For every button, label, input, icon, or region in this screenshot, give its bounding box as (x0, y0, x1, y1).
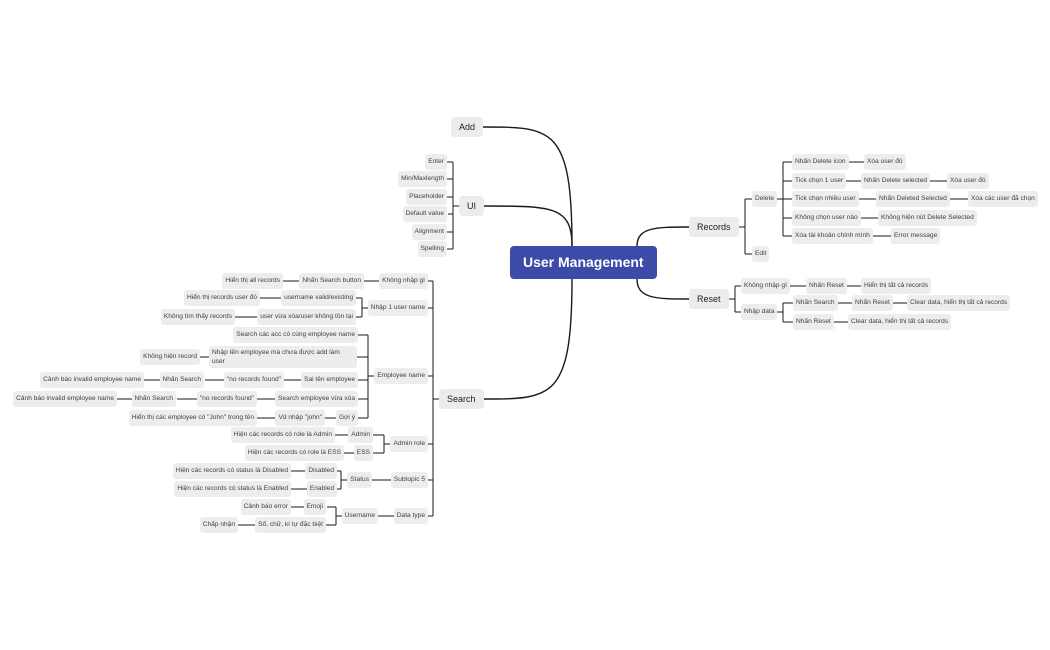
search-subtopic-5[interactable]: Subtopic 5 (390, 472, 428, 488)
search-hien-thi-records-user[interactable]: Hiển thị records user đó (183, 290, 260, 306)
username-chap-nhan[interactable]: Chấp nhận (199, 517, 238, 533)
connector (636, 278, 690, 300)
employee-canh-bao-1[interactable]: Cảnh báo invalid employee name (40, 372, 144, 388)
delete-row-5-col-2[interactable]: Error message (891, 228, 941, 244)
ui-item[interactable]: Default value (402, 206, 447, 222)
admin-role-ess[interactable]: ESS (353, 445, 373, 461)
username-chars[interactable]: Số, chữ, kí tự đặc biệt (255, 517, 326, 533)
delete-row-3-col-3[interactable]: Xóa các user đã chọn (968, 191, 1038, 207)
admin-role-admin-records[interactable]: Hiện các records có role là Admin (230, 427, 335, 443)
employee-vd-john[interactable]: Vd nhập "john" (275, 410, 325, 426)
connector (636, 226, 690, 247)
subtopic-status[interactable]: Status (347, 472, 372, 488)
reset-row-1-col-2[interactable]: Nhấn Reset (852, 295, 893, 311)
employee-search-vua-xoa[interactable]: Search employee vừa xóa (275, 391, 358, 407)
branch-add[interactable]: Add (451, 117, 484, 137)
reset-row-1-col-3[interactable]: Clear data, hiển thị tất cả records (907, 295, 1011, 311)
status-disabled[interactable]: Disabled (305, 463, 337, 479)
search-username-valid[interactable]: username valid/existing (281, 290, 356, 306)
ui-item[interactable]: Spelling (417, 241, 447, 257)
employee-unadded[interactable]: Nhập tên employee mà chưa được add làm u… (209, 346, 357, 368)
reset-nhap-data[interactable]: Nhập data (741, 304, 778, 320)
branch-records[interactable]: Records (689, 217, 739, 237)
branch-ui[interactable]: UI (459, 196, 484, 216)
ui-item[interactable]: Placeholder (406, 189, 447, 205)
search-data-type[interactable]: Data type (393, 508, 428, 524)
employee-nhan-search-1[interactable]: Nhấn Search (159, 372, 204, 388)
delete-row-4-col-2[interactable]: Không hiện nút Delete Selected (878, 210, 977, 226)
reset-row-2-col-1[interactable]: Nhấn Reset (793, 314, 834, 330)
reset-nhan-reset-1[interactable]: Nhấn Reset (806, 278, 847, 294)
search-user-deleted[interactable]: user vừa xóa/user không tồn tại (257, 309, 356, 325)
connector (482, 126, 573, 247)
ui-item[interactable]: Alignment (411, 224, 447, 240)
employee-hien-thi-john[interactable]: Hiển thị các employee có "John" trong tê… (128, 410, 257, 426)
connector (483, 205, 573, 247)
employee-no-records-1[interactable]: "no records found" (223, 372, 284, 388)
reset-row-1-col-1[interactable]: Nhấn Search (793, 295, 838, 311)
delete-row-2-col-1[interactable]: Tick chọn 1 user (792, 173, 847, 189)
search-nhan-search-button[interactable]: Nhấn Search button (299, 273, 364, 289)
delete-row-3-col-2[interactable]: Nhấn Deleted Selected (876, 191, 950, 207)
search-khong-nhap[interactable]: Không nhập gì (379, 273, 428, 289)
search-hien-thi-all[interactable]: Hiển thị all records (222, 273, 283, 289)
data-type-username[interactable]: Username (341, 508, 378, 524)
branch-search[interactable]: Search (439, 389, 484, 409)
employee-khong-hien-record[interactable]: Không hiện record (140, 349, 200, 365)
username-canh-bao-error[interactable]: Cảnh báo error (240, 499, 291, 515)
records-delete[interactable]: Delete (752, 191, 778, 207)
records-edit[interactable]: Edit (752, 246, 770, 262)
delete-row-1-col-2[interactable]: Xóa user đó (864, 154, 906, 170)
root-node[interactable]: User Management (510, 246, 657, 279)
status-enabled[interactable]: Enabled (306, 481, 337, 497)
reset-hien-thi-tat-ca[interactable]: Hiển thị tất cả records (861, 278, 932, 294)
search-khong-tim-thay[interactable]: Không tìm thấy records (160, 309, 235, 325)
branch-reset[interactable]: Reset (689, 289, 729, 309)
employee-nhan-search-2[interactable]: Nhấn Search (131, 391, 176, 407)
ui-item[interactable]: Enter (425, 154, 447, 170)
delete-row-5-col-1[interactable]: Xóa tài khoản chính mình (792, 228, 873, 244)
employee-goi-y[interactable]: Gợi ý (335, 410, 358, 426)
employee-canh-bao-2[interactable]: Cảnh báo invalid employee name (13, 391, 117, 407)
username-emoji[interactable]: Emoji (303, 499, 326, 515)
employee-no-records-2[interactable]: "no records found" (196, 391, 257, 407)
status-enabled-records[interactable]: Hiện các records có status là Enabled (174, 481, 291, 497)
delete-row-4-col-1[interactable]: Không chọn user nào (792, 210, 861, 226)
employee-search-acc[interactable]: Search các acc có cùng employee name (233, 327, 358, 343)
admin-role-admin[interactable]: Admin (348, 427, 373, 443)
delete-row-1-col-1[interactable]: Nhấn Delete icon (792, 154, 849, 170)
admin-role-ess-records[interactable]: Hiện các records có role là ESS (244, 445, 344, 461)
search-admin-role[interactable]: Admin role (390, 436, 428, 452)
reset-row-2-col-2[interactable]: Clear data, hiển thị tất cả records (848, 314, 952, 330)
connector (483, 278, 573, 400)
ui-item[interactable]: Min/Maxlength (398, 171, 447, 187)
delete-row-2-col-2[interactable]: Nhấn Delete selected (861, 173, 931, 189)
search-employee-name[interactable]: Employee name (374, 368, 428, 384)
status-disabled-records[interactable]: Hiện các records có status là Disabled (172, 463, 291, 479)
delete-row-3-col-1[interactable]: Tick chọn nhiều user (792, 191, 859, 207)
search-nhap-user[interactable]: Nhập 1 user name (367, 300, 428, 316)
reset-khong-nhap[interactable]: Không nhập gì (741, 278, 790, 294)
employee-sai-ten[interactable]: Sai tên employee (301, 372, 358, 388)
delete-row-2-col-3[interactable]: Xóa user đó (947, 173, 989, 189)
